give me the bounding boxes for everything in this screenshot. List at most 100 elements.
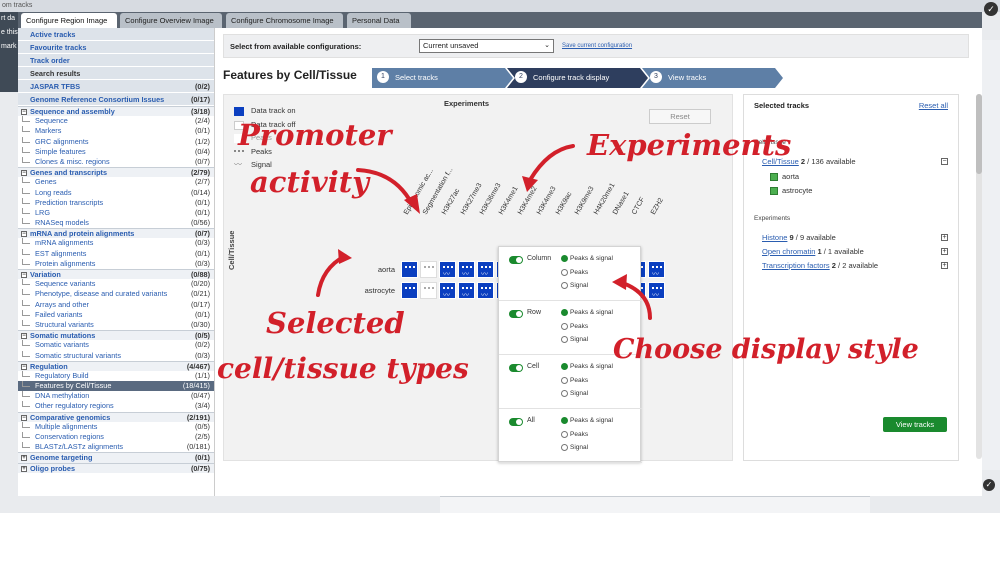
sidebar-item[interactable]: Sequence(2/4) — [18, 116, 214, 126]
sidebar-item[interactable]: Genes(2/7) — [18, 177, 214, 187]
collapse-toggle-icon[interactable]: − — [21, 272, 27, 278]
toggle-switch[interactable] — [509, 256, 523, 264]
collapse-toggle-icon[interactable]: − — [21, 414, 27, 421]
sidebar-link[interactable]: Track order — [18, 54, 214, 67]
collapse-icon[interactable]: − — [941, 158, 948, 165]
column-header[interactable]: CTCF — [630, 196, 647, 216]
display-option[interactable]: Signal — [561, 444, 588, 451]
matrix-cell[interactable]: 〰 — [648, 282, 665, 299]
sidebar-group[interactable]: +Genome targeting(0/1) — [18, 452, 214, 463]
sidebar-item[interactable]: Structural variants(0/30) — [18, 319, 214, 330]
save-close-icon[interactable]: ✓ — [984, 2, 998, 16]
radio-icon[interactable] — [561, 444, 568, 451]
collapse-toggle-icon[interactable]: − — [21, 363, 27, 370]
toggle-switch[interactable] — [509, 364, 523, 372]
display-option[interactable]: Peaks & signal — [561, 417, 613, 424]
sidebar-item[interactable]: Sequence variants(0/20) — [18, 279, 214, 289]
display-option[interactable]: Peaks & signal — [561, 363, 613, 370]
sidebar-item[interactable]: Other regulatory regions(3/4) — [18, 401, 214, 411]
matrix-cell[interactable]: 〰 — [439, 261, 456, 278]
save-configuration-link[interactable]: Save current configuration — [562, 43, 633, 49]
radio-icon[interactable] — [561, 322, 568, 330]
tf-link[interactable]: Transcription factors — [762, 261, 830, 270]
sidebar-link[interactable]: Favourite tracks — [18, 41, 214, 54]
sidebar-item[interactable]: Multiple alignments(0/5) — [18, 421, 214, 432]
collapse-toggle-icon[interactable]: − — [21, 170, 27, 177]
sidebar-item[interactable]: Somatic structural variants(0/3) — [18, 350, 214, 361]
matrix-cell[interactable] — [401, 282, 418, 299]
display-option[interactable]: Signal — [561, 390, 588, 397]
matrix-cell[interactable] — [420, 282, 437, 299]
radio-icon[interactable] — [561, 336, 568, 343]
sidebar-item[interactable]: Clones & misc. regions(0/7) — [18, 156, 214, 167]
toggle-switch[interactable] — [509, 418, 523, 426]
column-header[interactable]: EZH2 — [649, 196, 665, 216]
radio-icon[interactable] — [561, 268, 568, 276]
sidebar-item[interactable]: Failed variants(0/1) — [18, 309, 214, 320]
display-option[interactable]: Signal — [561, 336, 588, 343]
sidebar-group[interactable]: −Regulation(4/467) — [18, 360, 214, 371]
radio-icon[interactable] — [561, 282, 568, 289]
display-option[interactable]: Peaks — [561, 268, 588, 276]
matrix-cell[interactable]: 〰 — [648, 261, 665, 278]
sidebar-item-grc[interactable]: Genome Reference Consortium Issues(0/17) — [18, 93, 214, 106]
collapse-toggle-icon[interactable]: + — [21, 465, 27, 472]
radio-icon[interactable] — [561, 390, 568, 397]
configuration-select[interactable]: Current unsaved⌄ — [419, 39, 554, 53]
matrix-cell[interactable]: 〰 — [477, 282, 494, 299]
matrix-cell[interactable]: 〰 — [477, 261, 494, 278]
radio-icon[interactable] — [561, 255, 568, 262]
display-option[interactable]: Signal — [561, 282, 588, 289]
display-option[interactable]: Peaks & signal — [561, 309, 613, 316]
sidebar-item[interactable]: Prediction transcripts(0/1) — [18, 197, 214, 208]
collapse-toggle-icon[interactable]: + — [21, 455, 27, 462]
tab-configure-overview-image[interactable]: Configure Overview Image — [120, 13, 222, 28]
sidebar-link[interactable]: Active tracks — [18, 28, 214, 41]
sidebar-item[interactable]: Protein alignments(0/3) — [18, 258, 214, 269]
display-option[interactable]: Peaks — [561, 322, 588, 330]
sidebar-item[interactable]: Features by Cell/Tissue(18/415) — [18, 381, 214, 392]
sidebar-item[interactable]: Simple features(0/4) — [18, 146, 214, 157]
sidebar-item[interactable]: mRNA alignments(0/3) — [18, 238, 214, 248]
sidebar-item[interactable]: Phenotype, disease and curated variants(… — [18, 289, 214, 299]
column-header[interactable]: H3K27ac — [440, 187, 462, 216]
sidebar-group[interactable]: −Comparative genomics(2/191) — [18, 411, 214, 422]
sidebar-item[interactable]: Somatic variants(0/2) — [18, 340, 214, 350]
collapse-toggle-icon[interactable]: − — [21, 333, 27, 340]
row-header[interactable]: aorta — [377, 265, 395, 274]
sidebar-group[interactable]: −Sequence and assembly(3/18) — [18, 106, 214, 117]
column-header[interactable]: DNase1 — [611, 190, 631, 216]
tab-configure-region-image[interactable]: Configure Region Image — [21, 13, 117, 28]
radio-icon[interactable] — [561, 417, 568, 424]
radio-icon[interactable] — [561, 363, 568, 370]
reset-all-link[interactable]: Reset all — [918, 101, 948, 110]
column-header[interactable]: H3K9ac — [554, 190, 574, 216]
matrix-cell[interactable]: 〰 — [458, 261, 475, 278]
collapse-toggle-icon[interactable]: − — [21, 109, 27, 115]
sidebar-group[interactable]: −Genes and transcripts(2/79) — [18, 167, 214, 178]
toggle-switch[interactable] — [509, 310, 523, 318]
sidebar-item[interactable]: LRG(0/1) — [18, 207, 214, 218]
close-icon[interactable]: ✓ — [983, 479, 995, 491]
expand-icon[interactable]: + — [941, 262, 948, 269]
display-option[interactable]: Peaks — [561, 376, 588, 384]
radio-icon[interactable] — [561, 309, 568, 316]
sidebar-item[interactable]: Markers(0/1) — [18, 126, 214, 136]
matrix-cell[interactable]: 〰 — [458, 282, 475, 299]
display-option[interactable]: Peaks — [561, 430, 588, 438]
radio-icon[interactable] — [561, 430, 568, 438]
radio-icon[interactable] — [561, 376, 568, 384]
tab-personal-data[interactable]: Personal Data — [347, 13, 411, 28]
sidebar-item[interactable]: GRC alignments(1/2) — [18, 136, 214, 147]
row-header[interactable]: astrocyte — [364, 286, 395, 295]
sidebar-item[interactable]: EST alignments(0/1) — [18, 248, 214, 259]
matrix-cell[interactable] — [420, 261, 437, 278]
histone-link[interactable]: Histone — [762, 233, 788, 242]
expand-icon[interactable]: + — [941, 234, 948, 241]
modal-scrollbar[interactable] — [976, 94, 982, 459]
sidebar-group[interactable]: −mRNA and protein alignments(0/7) — [18, 228, 214, 239]
open-chromatin-link[interactable]: Open chromatin — [762, 247, 816, 256]
